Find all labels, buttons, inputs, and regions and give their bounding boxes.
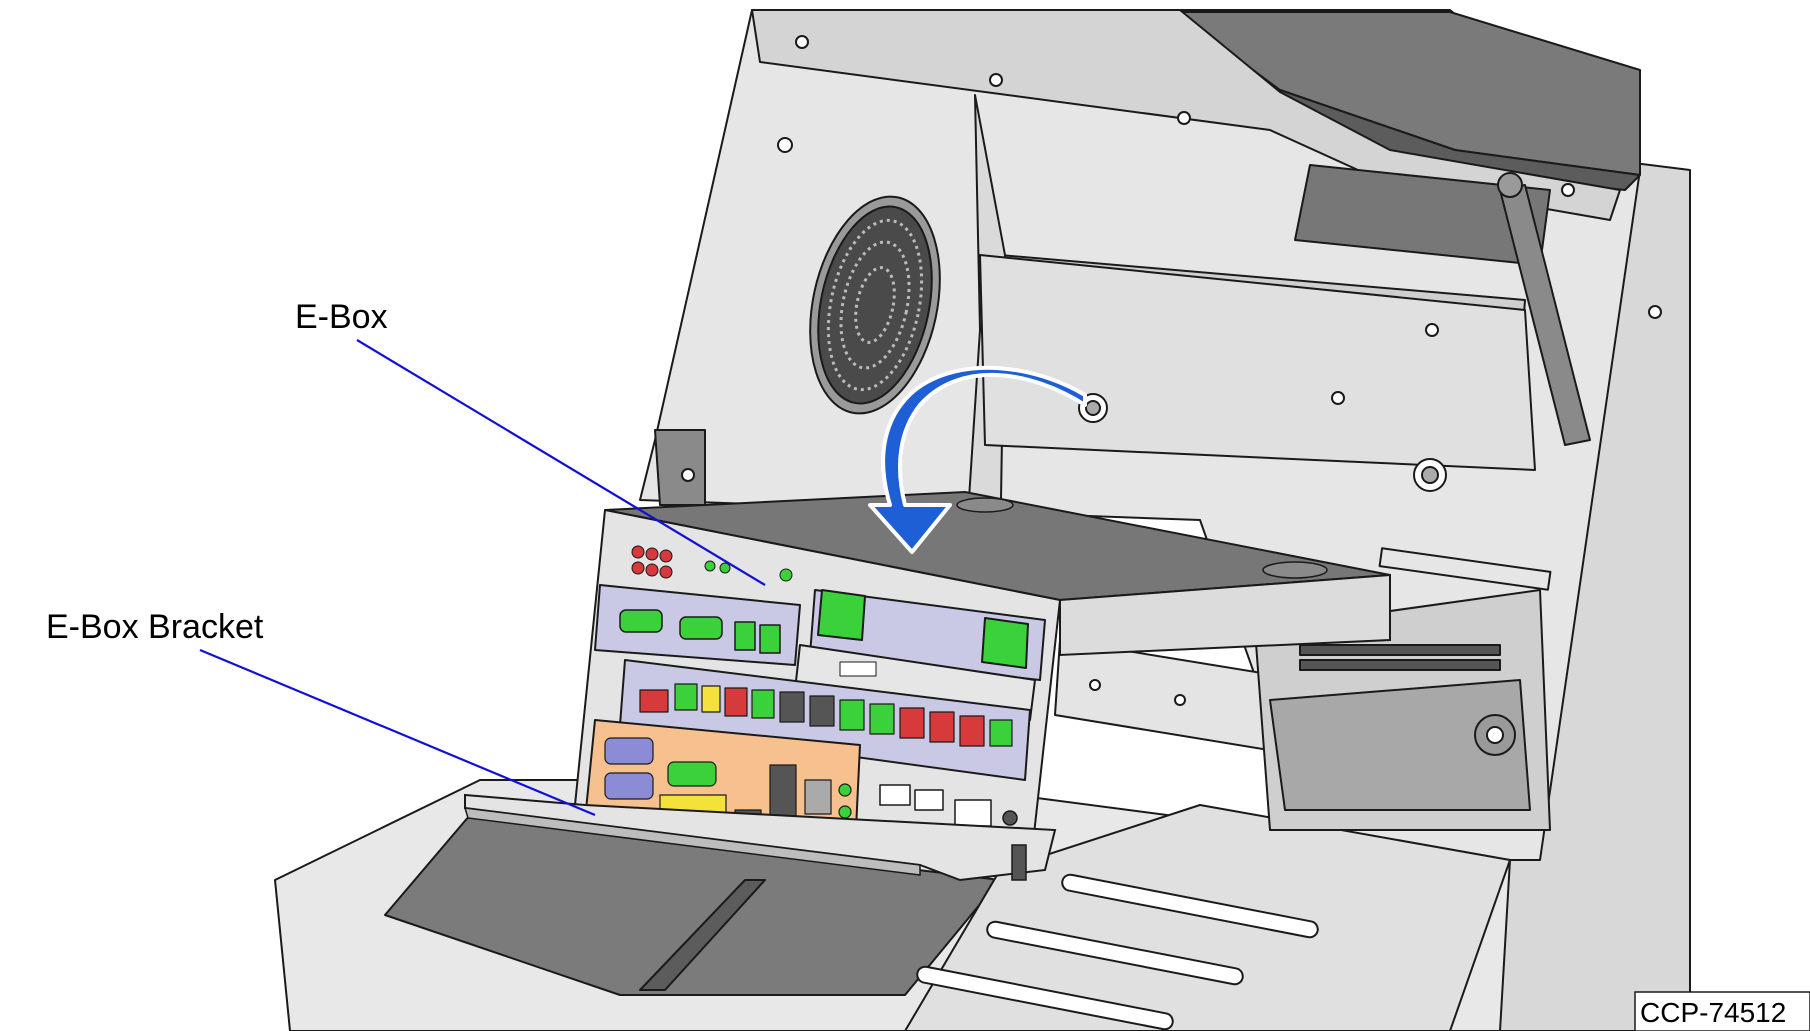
cover-cutout: [1262, 561, 1328, 579]
bay-label: [839, 661, 877, 677]
strut-pivot: [1497, 172, 1523, 198]
tray-slots: [916, 873, 1319, 1031]
figure-id-box: [1634, 991, 1810, 1031]
rotate-direction-arrow-icon: [868, 365, 1087, 554]
ebox-callout: E-Box: [295, 298, 388, 336]
bay-latch-right: [981, 617, 1029, 669]
bracket-tab: [1011, 844, 1027, 881]
ebox-bracket-leader-line: [199, 648, 596, 817]
ebox-side-wall: [1059, 573, 1391, 657]
kiosk-housing: [274, 9, 1691, 1031]
bay-latch-left: [817, 589, 866, 641]
ebox-bracket-callout: E-Box Bracket: [46, 608, 264, 646]
serial-ports: [619, 609, 723, 640]
speaker-grille-icon: [809, 195, 941, 415]
figure-id: CCP-74512: [1640, 997, 1786, 1028]
bracket-lip: [463, 807, 921, 876]
receipt-printer-assembly: [1254, 547, 1552, 831]
lid-screws: [777, 35, 1662, 492]
ebox-leader-line: [356, 339, 766, 586]
leader-lines: [199, 339, 766, 817]
status-indicators: [631, 545, 793, 582]
rj45-ports: [639, 683, 1013, 747]
mounting-plate: [979, 254, 1536, 471]
usb-ports: [734, 621, 781, 654]
left-hinge-bracket: [654, 429, 706, 506]
cover-cutout: [956, 497, 1014, 513]
bin-opening: [384, 814, 1001, 996]
bin-divider: [639, 879, 766, 991]
